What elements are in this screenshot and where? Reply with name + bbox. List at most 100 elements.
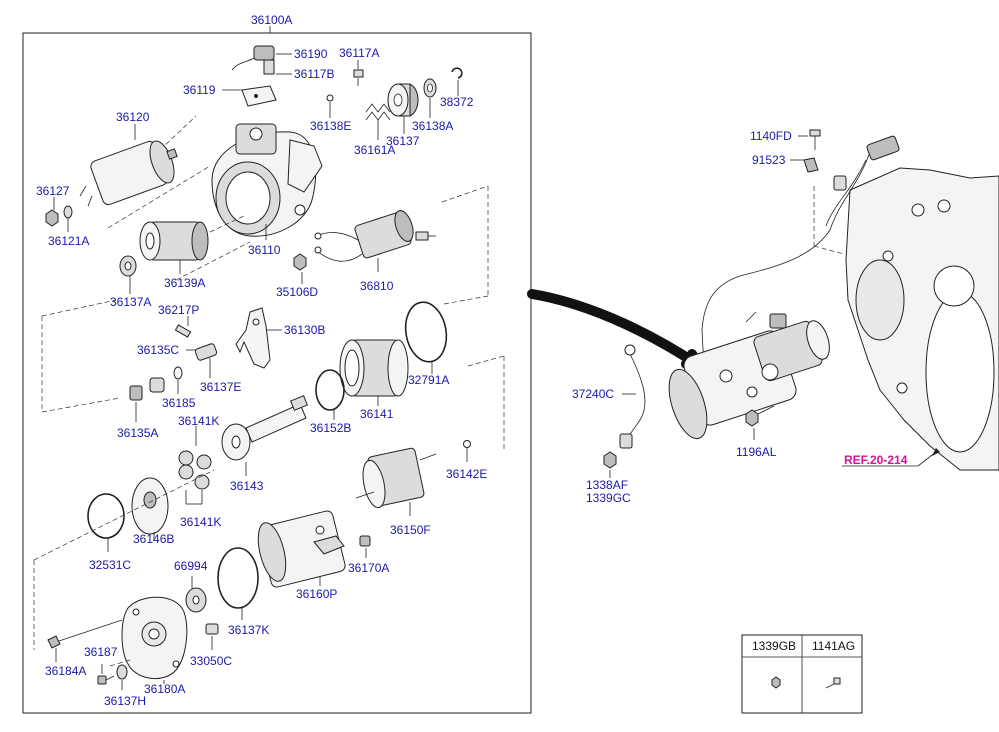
label-36143: 36143 [230, 479, 264, 493]
label-32791A: 32791A [408, 373, 449, 387]
washer-66994 [185, 576, 207, 613]
armature-36150F [355, 447, 437, 516]
label-1196AL: 1196AL [736, 445, 777, 459]
oring-36152B [315, 369, 345, 420]
shaft-36143 [221, 355, 505, 476]
label-36120: 36120 [116, 110, 150, 124]
label-36141K-top: 36141K [178, 414, 219, 428]
label-36141: 36141 [360, 407, 394, 421]
label-66994: 66994 [174, 559, 208, 573]
label-36121A: 36121A [48, 234, 89, 248]
washer-36137A [119, 255, 137, 294]
yoke-36160P [33, 469, 346, 650]
label-36185: 36185 [162, 396, 196, 410]
label-36170A: 36170A [348, 561, 389, 575]
label-36141K-bottom: 36141K [180, 515, 221, 529]
label-1339GC: 1339GC [586, 491, 631, 505]
label-38372: 38372 [440, 95, 474, 109]
label-37240C: 37240C [572, 387, 614, 401]
washer-36137H [109, 659, 131, 690]
gear-36137 [387, 83, 419, 134]
label-35106D: 35106D [276, 285, 318, 299]
bolt-36117A [353, 60, 364, 86]
bolt-36184A [47, 619, 123, 662]
ref-leader [842, 448, 940, 467]
label-36127: 36127 [36, 184, 70, 198]
bolt-1140FD [798, 129, 821, 150]
label-91523: 91523 [752, 153, 786, 167]
label-36117A: 36117A [339, 46, 379, 60]
label-36161A: 36161A [354, 143, 395, 157]
engine-block [845, 167, 999, 471]
label-36110: 36110 [248, 243, 281, 257]
label-36135A: 36135A [117, 426, 158, 440]
bolt-1196AL [745, 405, 775, 440]
assembly-frame [22, 32, 532, 714]
label-36184A: 36184A [45, 664, 86, 678]
brush-33050C [205, 623, 219, 650]
washer-36121A [63, 205, 73, 232]
label-36137K: 36137K [228, 623, 269, 637]
legend-header-1339GB: 1339GB [752, 639, 796, 653]
nut-1338AF [603, 451, 617, 478]
label-36135C: 36135C [137, 343, 179, 357]
nut-36127 [45, 197, 59, 227]
ref-label: REF.20-214 [844, 453, 908, 467]
assembly-label: 36100A [251, 13, 292, 27]
label-36187: 36187 [84, 645, 118, 659]
label-36142E: 36142E [446, 467, 487, 481]
spring-36161A [365, 103, 391, 140]
legend-header-1141AG: 1141AG [812, 639, 855, 653]
snap-ring-32531C [87, 493, 125, 552]
wiring-harness [701, 135, 900, 369]
ring-36138E [326, 94, 334, 118]
label-36137H: 36137H [104, 694, 146, 708]
end-cover-36180A [121, 596, 188, 684]
label-32531C: 32531C [89, 558, 131, 572]
label-36160P: 36160P [296, 587, 337, 601]
starter-assembled [668, 311, 830, 440]
label-36117B: 36117B [294, 67, 334, 81]
label-33050C: 33050C [190, 654, 232, 668]
label-36190: 36190 [294, 47, 328, 61]
solenoid-36810 [314, 185, 489, 305]
bushing-36185 [149, 366, 183, 394]
label-36130B: 36130B [284, 323, 325, 337]
block-36135A [41, 299, 143, 422]
cable-37240C [619, 344, 646, 449]
label-36138E: 36138E [310, 119, 351, 133]
pin-36217P [174, 316, 192, 338]
plate-36146B [131, 477, 169, 540]
lever-36130B [235, 307, 282, 369]
cap-36170A [359, 535, 371, 558]
clip-38372 [451, 67, 463, 96]
label-1140FD: 1140FD [750, 129, 792, 143]
label-36138A: 36138A [412, 119, 453, 133]
label-36810: 36810 [360, 279, 394, 293]
nut-35106D [293, 253, 307, 284]
clutch-36139A [139, 215, 251, 281]
label-36146B: 36146B [133, 532, 174, 546]
label-36137A: 36137A [110, 295, 151, 309]
label-36137E: 36137E [200, 380, 241, 394]
screw-36187 [97, 664, 115, 685]
bushing-36135C [186, 343, 218, 378]
label-36180A: 36180A [144, 682, 185, 696]
washer-36138A [423, 78, 437, 118]
label-36137: 36137 [386, 134, 420, 148]
motor-36120 [79, 115, 211, 229]
clip-91523 [790, 157, 819, 173]
planet-gears-36141K [178, 426, 212, 505]
ball-36142E [463, 440, 471, 462]
connector-36190 [231, 45, 292, 75]
label-36217P: 36217P [158, 303, 199, 317]
label-36139A: 36139A [164, 276, 205, 290]
label-36152B: 36152B [310, 421, 351, 435]
label-36119: 36119 [183, 83, 216, 97]
oring-32791A [404, 301, 448, 374]
oring-36137K [217, 547, 259, 620]
housing-36110 [211, 123, 323, 240]
label-1338AF: 1338AF [586, 478, 628, 492]
